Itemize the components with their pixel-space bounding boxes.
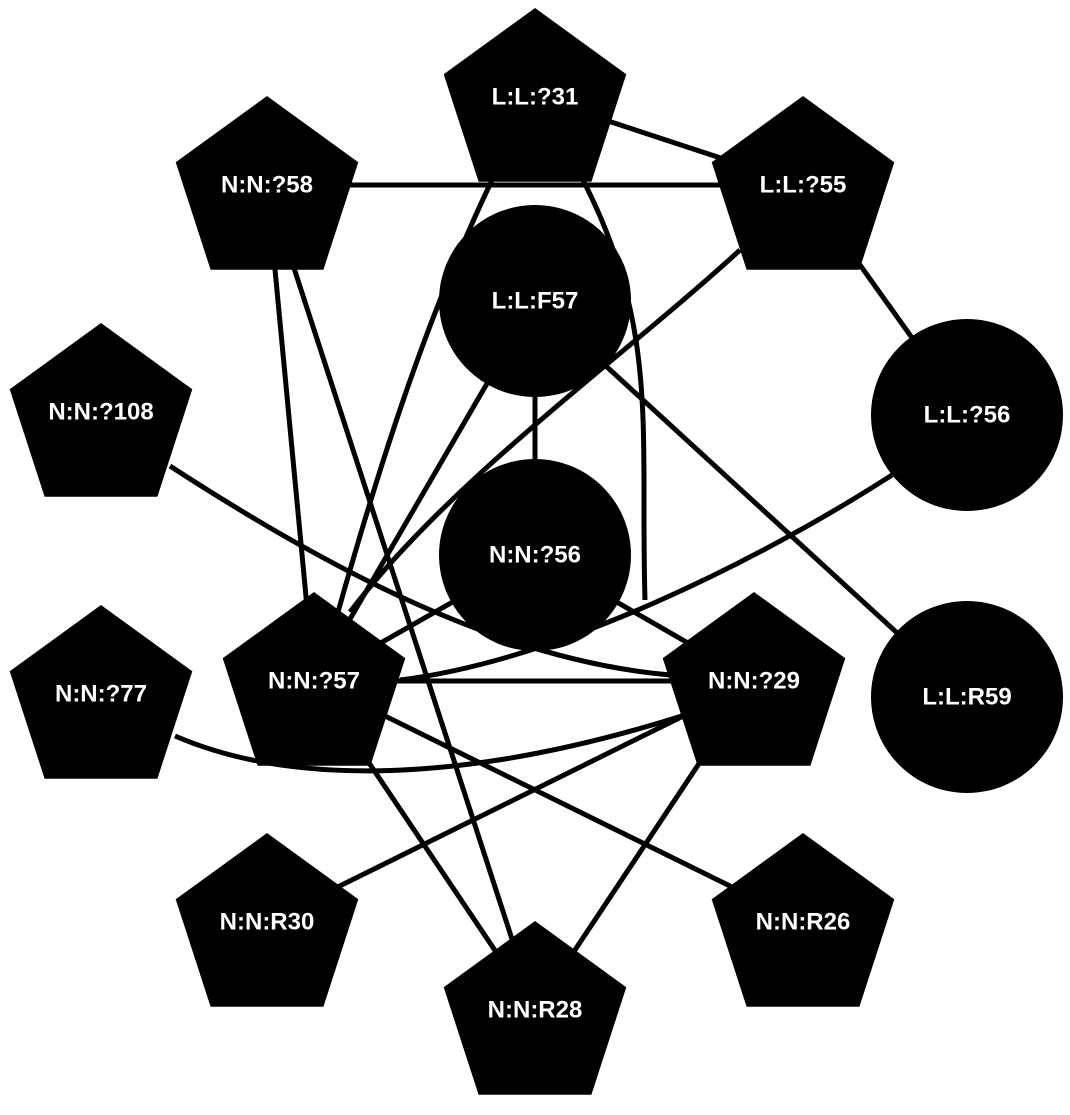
node-n-n-29[interactable]: N:N:?29 xyxy=(662,592,846,766)
node-label: N:N:?56 xyxy=(489,542,581,569)
node-label: L:L:?56 xyxy=(924,402,1011,429)
node-l-l-56[interactable]: L:L:?56 xyxy=(871,319,1063,511)
node-pentagon xyxy=(175,96,359,270)
node-l-l-f57[interactable]: L:L:F57 xyxy=(439,205,631,397)
node-label: N:N:R30 xyxy=(220,909,315,936)
edge-12 xyxy=(168,463,671,678)
node-pentagon xyxy=(9,605,193,779)
node-pentagon xyxy=(443,921,627,1095)
edge-2 xyxy=(579,176,648,601)
edge-10 xyxy=(533,299,969,699)
node-n-n-r30[interactable]: N:N:R30 xyxy=(175,833,359,1007)
node-l-l-r59[interactable]: L:L:R59 xyxy=(871,601,1063,793)
node-label: N:N:?77 xyxy=(55,681,147,708)
node-label: N:N:R28 xyxy=(488,997,583,1024)
node-pentagon xyxy=(711,833,895,1007)
node-label: L:L:F57 xyxy=(492,288,579,315)
node-n-n-108[interactable]: N:N:?108 xyxy=(9,323,193,497)
node-pentagon xyxy=(662,592,846,766)
node-l-l-31[interactable]: L:L:?31 xyxy=(443,8,627,182)
node-n-n-56[interactable]: N:N:?56 xyxy=(439,459,631,651)
node-n-n-r28[interactable]: N:N:R28 xyxy=(443,921,627,1095)
node-l-l-55[interactable]: L:L:?55 xyxy=(711,96,895,270)
node-pentagon xyxy=(9,323,193,497)
node-circle xyxy=(871,319,1063,511)
node-n-n-57[interactable]: N:N:?57 xyxy=(222,592,406,766)
node-label: N:N:?57 xyxy=(268,668,360,695)
node-pentagon xyxy=(222,592,406,766)
node-n-n-58[interactable]: N:N:?58 xyxy=(175,96,359,270)
edge-19 xyxy=(265,678,756,925)
node-label: N:N:?29 xyxy=(708,668,800,695)
edge-11 xyxy=(399,472,894,683)
node-label: N:N:?108 xyxy=(48,399,153,426)
node-label: L:L:?31 xyxy=(492,84,579,111)
node-label: N:N:R26 xyxy=(756,909,851,936)
node-pentagon xyxy=(175,833,359,1007)
node-n-n-r26[interactable]: N:N:R26 xyxy=(711,833,895,1007)
node-circle xyxy=(871,601,1063,793)
node-label: L:L:?55 xyxy=(760,172,847,199)
node-n-n-77[interactable]: N:N:?77 xyxy=(9,605,193,779)
node-label: L:L:R59 xyxy=(922,684,1011,711)
node-circle xyxy=(439,205,631,397)
edge-17 xyxy=(312,678,805,925)
node-pentagon xyxy=(443,8,627,182)
node-label: N:N:?58 xyxy=(221,172,313,199)
node-pentagon xyxy=(711,96,895,270)
node-circle xyxy=(439,459,631,651)
edge-15 xyxy=(174,712,686,774)
